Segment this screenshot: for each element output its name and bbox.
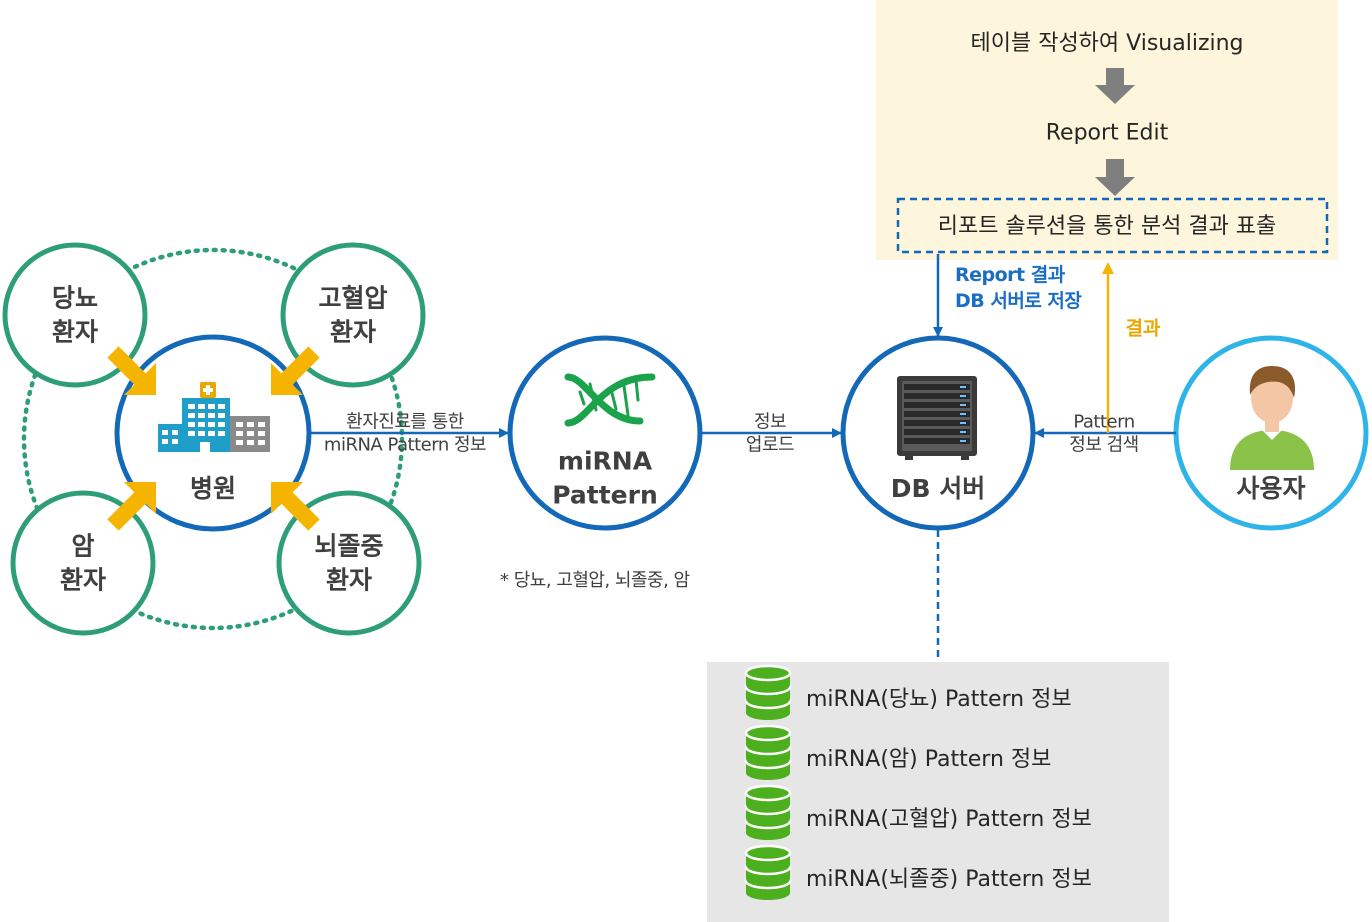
user-to-db-line1: Pattern [1073,411,1135,433]
user-avatar-icon [1230,366,1314,470]
report-step-result: 리포트 솔루션을 통한 분석 결과 표출 [937,214,1277,239]
mirna-to-db-label: 정보 업로드 [745,411,795,458]
arrow-cancer-to-hospital [107,482,156,531]
hospital-to-mirna-line2: miRNA Pattern 정보 [323,435,487,456]
hypertension-patient-circle [280,242,426,388]
stroke-patient-label: 뇌졸중 환자 [314,529,383,597]
db-item-stroke: miRNA(뇌졸중) Pattern 정보 [806,867,1092,892]
diabetes-line2: 환자 [51,317,99,346]
cancer-line2: 환자 [59,565,107,594]
stroke-patient-circle [276,490,422,636]
result-label: 결과 [1125,317,1161,340]
stroke-line2: 환자 [325,565,373,594]
db-item-diabetes: miRNA(당뇨) Pattern 정보 [806,687,1072,712]
mirna-to-db-line1: 정보 [753,411,787,433]
hospital-label: 병원 [189,474,237,504]
hospital-dotted-ring [21,247,405,631]
dna-icon [564,373,656,427]
stroke-line1: 뇌졸중 [314,531,384,561]
user-to-db-label: Pattern 정보 검색 [1069,411,1139,458]
database-icon [744,664,792,720]
flow-down-arrow-1 [1095,68,1135,104]
database-icon [744,844,792,900]
diabetes-patient-label: 당뇨 환자 [52,281,98,349]
report-step-edit: Report Edit [1045,120,1169,146]
database-icon [744,724,792,780]
hospital-to-mirna-line1: 환자진료를 통한 [346,411,464,433]
report-result-box [896,197,1329,254]
hospital-to-mirna-label: 환자진료를 통한 miRNA Pattern 정보 [323,411,487,458]
arrow-diabetes-to-hospital [107,346,156,395]
db-to-report-label: Report 결과 DB 서버로 저장 [955,263,1082,314]
hypertension-patient-label: 고혈압 환자 [318,281,387,349]
user-label: 사용자 [1236,474,1306,504]
report-step-visualizing: 테이블 작성하여 Visualizing [970,31,1244,56]
flow-down-arrow-2 [1095,159,1135,196]
cancer-patient-label: 암 환자 [60,529,106,597]
arrow-hypertension-to-hospital [271,346,320,395]
server-rack-icon [897,376,977,460]
mirna-pattern-label: miRNA Pattern [552,444,658,512]
user-to-db-line2: 정보 검색 [1069,435,1139,456]
db-to-report-line2: DB 서버로 저장 [955,289,1082,312]
disease-note: * 당뇨, 고혈압, 뇌졸중, 암 [500,570,690,591]
db-to-report-line1: Report 결과 [955,264,1065,286]
cancer-line1: 암 [71,531,95,561]
db-server-label: DB 서버 [890,474,986,504]
diabetes-patient-circle [2,242,148,388]
hypertension-line2: 환자 [329,317,377,346]
db-item-hypertension: miRNA(고혈압) Pattern 정보 [806,807,1092,832]
mirna-line1: miRNA [557,446,653,476]
mirna-to-db-line2: 업로드 [745,435,795,456]
report-panel [876,0,1338,260]
mirna-line2: Pattern [552,480,658,509]
db-item-cancer: miRNA(암) Pattern 정보 [806,747,1052,772]
db-cylinder-icons [744,664,792,900]
hypertension-line1: 고혈압 [318,283,388,313]
arrow-stroke-to-hospital [271,482,320,531]
database-icon [744,784,792,840]
hospital-building-icon [158,382,270,452]
diabetes-line1: 당뇨 [51,283,99,313]
